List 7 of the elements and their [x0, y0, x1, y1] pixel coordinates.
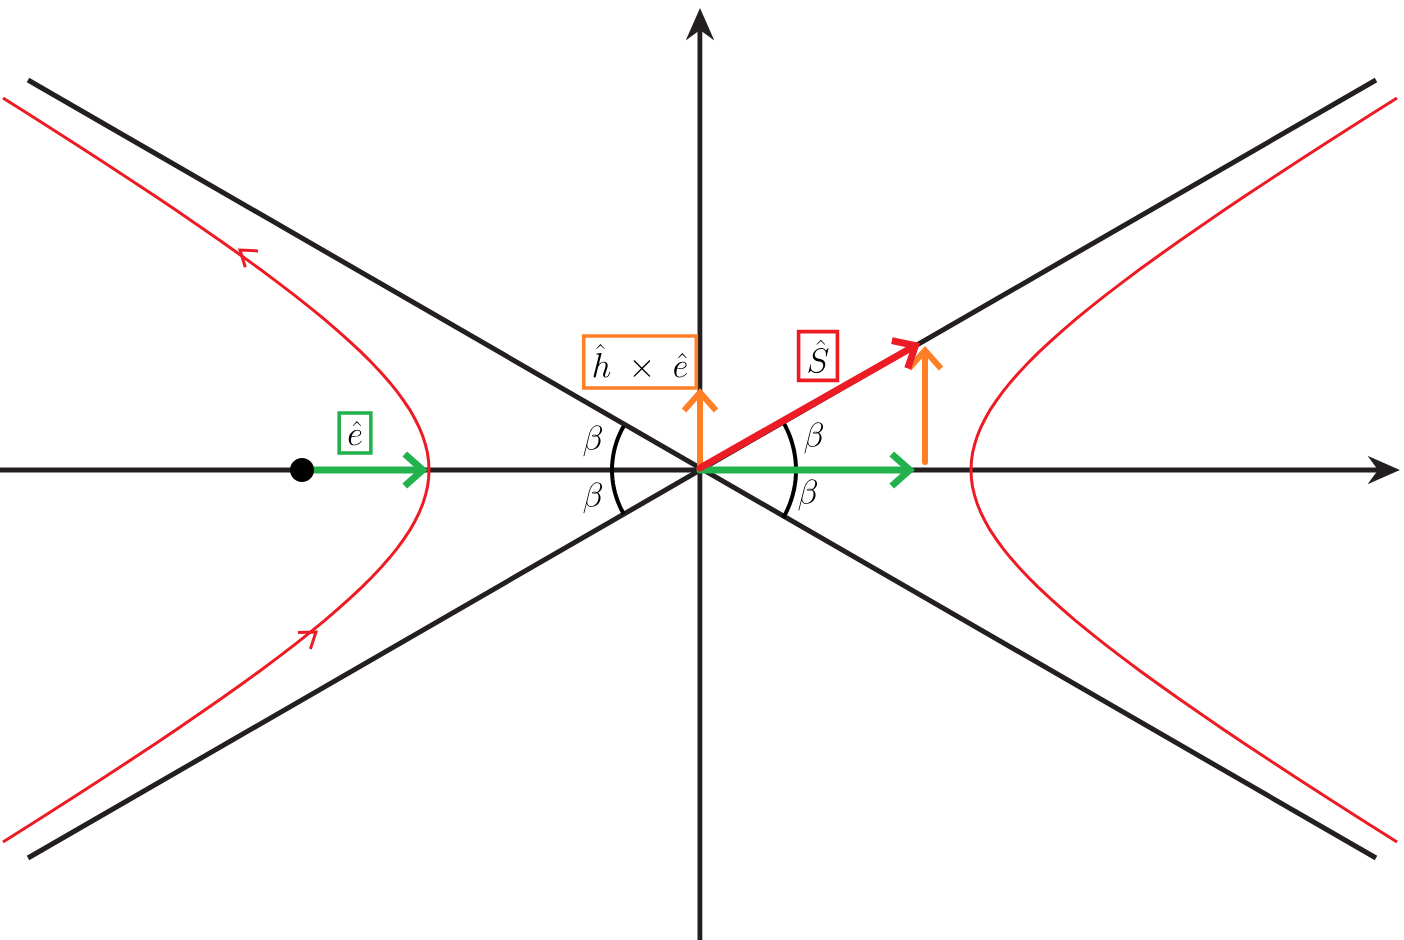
- angle-label: $\beta$: [583, 425, 603, 457]
- angle-label: $\beta$: [798, 479, 818, 511]
- label-box: $\hat{e}$: [337, 411, 373, 455]
- label-box: $\hat{S}$: [796, 329, 840, 383]
- angle-label: $\beta$: [583, 482, 603, 514]
- label-box: $\hat{h}\;\times\;\hat{e}$: [581, 334, 699, 390]
- angle-label: $\beta$: [804, 422, 824, 454]
